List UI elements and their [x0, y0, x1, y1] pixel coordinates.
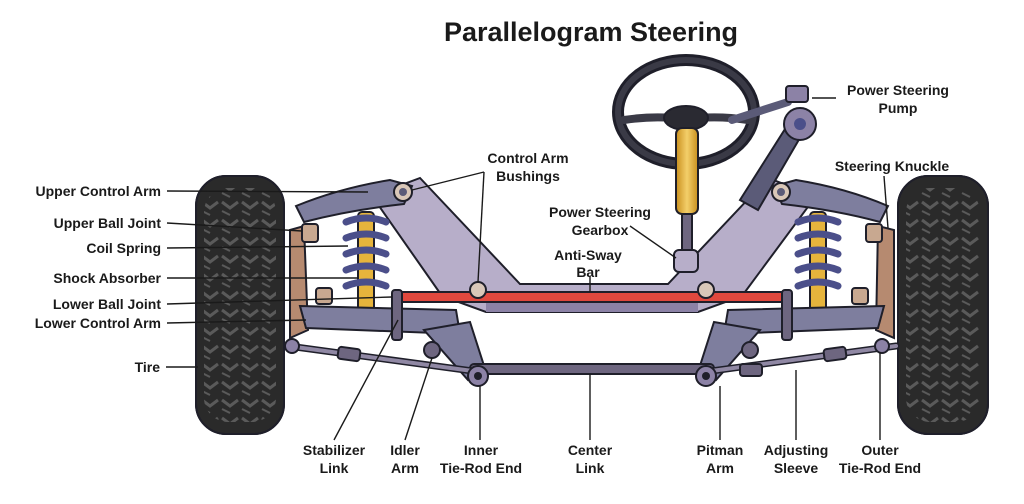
label-inner-tie-rod-end-line1: Inner	[464, 442, 499, 458]
label-anti-sway-bar-line2: Bar	[576, 264, 600, 280]
label-tire: Tire	[135, 359, 161, 375]
label-outer-tie-rod-end-line2: Tie-Rod End	[839, 460, 921, 476]
label-stabilizer-link-line2: Link	[320, 460, 349, 476]
label-power-steering-pump-line1: Power Steering	[847, 82, 949, 98]
label-stabilizer-link-line1: Stabilizer	[303, 442, 366, 458]
left-tire	[195, 175, 285, 435]
label-power-steering-pump-line2: Pump	[879, 100, 918, 116]
left-coil-spring	[342, 214, 390, 290]
label-lower-ball-joint: Lower Ball Joint	[53, 296, 161, 312]
right-tire	[897, 175, 989, 435]
leader-lines	[166, 97, 889, 441]
part-labels: Upper Control Arm Upper Ball Joint Coil …	[35, 82, 950, 476]
left-control-arm-bushing	[469, 281, 487, 299]
left-lower-ball-joint	[315, 287, 333, 305]
right-outer-tie-rod-end	[874, 338, 890, 354]
left-stabilizer-link	[391, 289, 403, 341]
label-upper-ball-joint: Upper Ball Joint	[54, 215, 162, 231]
steering-column	[675, 127, 699, 263]
label-anti-sway-bar-line1: Anti-Sway	[554, 247, 622, 263]
right-upper-control-arm	[771, 178, 890, 224]
label-control-arm-bushings-line2: Bushings	[496, 168, 560, 184]
label-idler-arm-line2: Arm	[391, 460, 419, 476]
label-lower-control-arm: Lower Control Arm	[35, 315, 161, 331]
right-lower-ball-joint	[851, 287, 869, 305]
right-stabilizer-link	[781, 289, 793, 341]
label-control-arm-bushings-line1: Control Arm	[487, 150, 568, 166]
label-pitman-arm-line1: Pitman	[697, 442, 744, 458]
left-tie-rod	[284, 342, 484, 376]
diagram-title: Parallelogram Steering	[444, 17, 738, 47]
power-steering-gearbox	[673, 249, 699, 273]
label-outer-tie-rod-end-line1: Outer	[861, 442, 899, 458]
left-upper-ball-joint	[301, 223, 319, 243]
right-upper-ball-joint	[865, 223, 883, 243]
label-adjusting-sleeve-line1: Adjusting	[764, 442, 829, 458]
left-upper-control-arm	[294, 178, 414, 224]
label-power-steering-gearbox-line2: Gearbox	[572, 222, 629, 238]
right-shock-absorber	[809, 211, 827, 313]
label-shock-absorber: Shock Absorber	[53, 270, 161, 286]
power-steering-pump	[728, 85, 817, 212]
label-idler-arm-line1: Idler	[390, 442, 420, 458]
left-outer-tie-rod-end	[284, 338, 300, 354]
label-power-steering-gearbox-line1: Power Steering	[549, 204, 651, 220]
label-pitman-arm-line2: Arm	[706, 460, 734, 476]
anti-sway-bar	[393, 291, 791, 303]
right-control-arm-bushing	[697, 281, 715, 299]
label-steering-knuckle: Steering Knuckle	[835, 158, 950, 174]
label-upper-control-arm: Upper Control Arm	[36, 183, 161, 199]
label-inner-tie-rod-end-line2: Tie-Rod End	[440, 460, 522, 476]
label-center-link-line1: Center	[568, 442, 613, 458]
label-center-link-line2: Link	[576, 460, 605, 476]
label-coil-spring: Coil Spring	[86, 240, 161, 256]
right-coil-spring	[794, 214, 842, 290]
right-tie-rod	[700, 342, 900, 376]
center-link	[469, 363, 715, 375]
adjusting-sleeve	[739, 363, 763, 377]
label-adjusting-sleeve-line2: Sleeve	[774, 460, 819, 476]
